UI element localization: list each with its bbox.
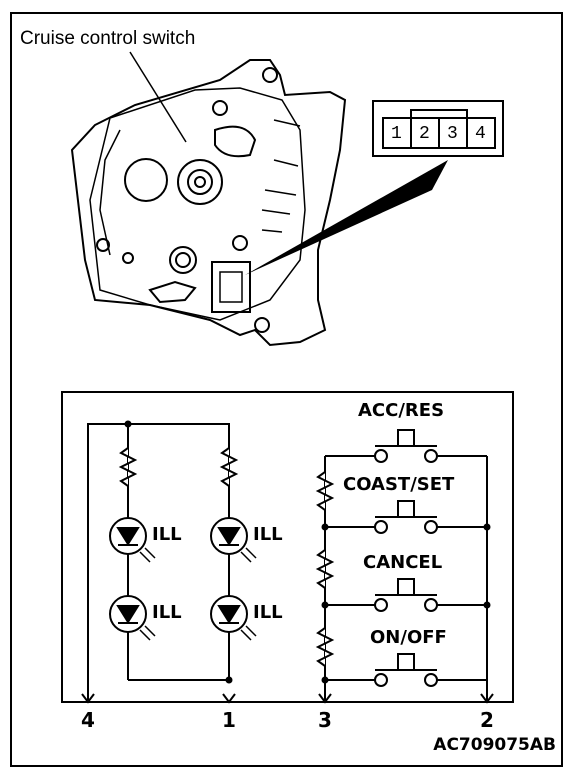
junction-dots bbox=[124, 420, 491, 684]
led-emission-marks bbox=[139, 547, 257, 641]
connector-pin-1: 1 bbox=[391, 124, 402, 144]
connector-face bbox=[372, 100, 504, 157]
title-leader-line bbox=[129, 51, 187, 143]
connector-callout bbox=[245, 160, 448, 275]
schematic-box bbox=[61, 391, 514, 703]
led-label-4: ILL bbox=[253, 602, 283, 623]
figure-code: AC709075AB bbox=[433, 735, 556, 755]
resistors-switch-ladder bbox=[315, 471, 335, 667]
component-title: Cruise control switch bbox=[20, 28, 196, 49]
switch-assembly-illustration bbox=[70, 59, 347, 347]
figure-frame bbox=[10, 12, 563, 767]
terminal-label-1: 1 bbox=[222, 708, 236, 732]
switch-label-on-off: ON/OFF bbox=[370, 627, 447, 648]
terminal-label-4: 4 bbox=[81, 708, 95, 732]
connector-pin-3: 3 bbox=[447, 124, 458, 144]
connector-pin-4: 4 bbox=[475, 124, 486, 144]
switch-label-coast-set: COAST/SET bbox=[343, 474, 455, 495]
led-label-3: ILL bbox=[152, 602, 182, 623]
switch-label-acc-res: ACC/RES bbox=[358, 400, 445, 421]
terminal-label-3: 3 bbox=[318, 708, 332, 732]
led-label-2: ILL bbox=[253, 524, 283, 545]
led-label-1: ILL bbox=[152, 524, 182, 545]
terminal-label-2: 2 bbox=[480, 708, 494, 732]
switch-label-cancel: CANCEL bbox=[363, 552, 443, 573]
terminal-arrows bbox=[81, 693, 494, 704]
led-lamps bbox=[109, 517, 248, 633]
switch-contacts bbox=[325, 429, 487, 687]
connector-pin-2: 2 bbox=[419, 124, 430, 144]
resistors-led-branches bbox=[118, 447, 239, 487]
